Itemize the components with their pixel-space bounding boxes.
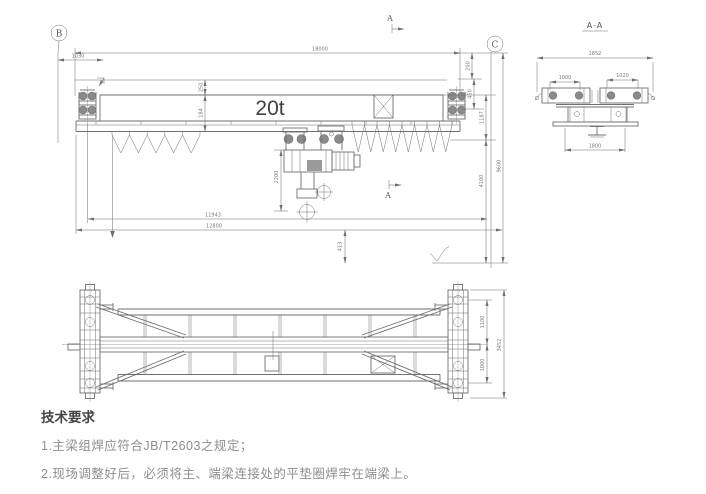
dim-250-label: 250 [199,83,205,93]
technical-requirement-2: 2.现场调整好后，必须将主、端梁连接处的平垫圈焊牢在端梁上。 [41,467,417,481]
capacity-label: 20t [255,97,284,120]
dim-2200-label: 2200 [274,171,280,184]
grid-bubble-c: C [486,35,504,268]
dim-1000l-label: 1000 [559,75,572,81]
dim-1187-label: 1187 [480,111,486,124]
carriage-bracket-right-bottom [434,382,448,390]
dim-450-label: 450 [468,89,474,99]
technical-requirement-1: 1.主梁组焊应符合JB/T2603之规定； [41,439,253,453]
dim-200-label: 200 [466,61,472,71]
dim-bottom: 11943 12800 413 [75,124,503,264]
hook-travel-line [110,135,115,238]
electric-panel-box [373,94,394,119]
section-view-title: A-A [587,21,603,30]
plan-view: 1100 1000 3452 [62,281,507,402]
section-letter-top: A [386,14,393,23]
aa-girder-section [552,104,639,138]
technical-requirements-title: 技术要求 [41,410,95,425]
hoist-trolley [282,125,345,150]
dim-span-label: 18000 [312,47,328,53]
technical-requirements: 技术要求 1.主梁组焊应符合JB/T2603之规定； 2.现场调整好后，必须将主… [41,406,681,491]
dim-1020r-label: 1020 [616,73,629,79]
dim-184-label: 184 [199,108,205,118]
section-aa-view: A-A 1852 1000 1020 [534,21,656,152]
dim-12800-label: 12800 [206,224,222,230]
dim-1852-label: 1852 [589,51,602,57]
electric-hoist [283,149,361,173]
dim-9600-label: 9600 [497,160,503,173]
grid-bubble-b: B [50,24,68,54]
main-girder: 20t [75,94,461,132]
dim-aa-wheels: 1000 1020 [549,73,639,90]
end-truck-left [78,77,105,124]
crane-drawing-canvas: B C A A 18000 [50,14,656,402]
section-cut-marker-top: A [386,14,405,33]
dim-left-offset: 1030 [57,54,104,62]
dim-413-label: 413 [338,242,344,252]
dim-aa-gauge: 1800 [564,128,626,152]
dim-span: 18000 [57,47,461,143]
dim-hoist-height: 2200 [274,149,288,212]
dim-3452-label: 3452 [497,339,503,352]
grid-label-c: C [492,41,499,51]
plan-end-carriage-left [67,281,114,402]
carriage-bracket-right-top [434,303,448,311]
dim-1100-label: 1100 [480,316,486,329]
dim-4100-label: 4100 [479,175,485,188]
section-cut-marker-lower: A [384,180,402,200]
dim-right-chain: 200 450 1187 4100 9600 [432,52,508,264]
dim-aa-overall: 1852 [536,51,654,92]
end-truck-right [447,86,466,124]
front-elevation-view: B C A A 18000 [50,14,508,268]
surface-finish-symbol [429,246,450,262]
girder-splice-ticks [95,121,453,125]
festoon-cable-right [351,121,453,153]
dim-1000-label: 1000 [480,359,486,372]
carriage-bracket-left-bottom [100,382,114,390]
plan-walkway-upper [117,308,441,337]
plan-diagonal-braces [95,303,453,391]
carriage-bracket-left-top [100,303,114,311]
dim-11943-label: 11943 [205,213,221,219]
plan-small-box [264,355,280,372]
section-letter-lower: A [384,191,391,200]
aa-trolley-frames [534,87,656,104]
hook-block [296,172,333,223]
dim-left-offset-label: 1030 [72,54,85,60]
dim-1800-label: 1800 [589,144,602,150]
grid-label-b: B [56,30,63,40]
dim-plan-right: 1100 1000 3452 [468,289,507,399]
plan-panel-box [370,355,396,374]
dim-girder-chain: 250 184 [199,79,207,132]
plan-walkway-lower [117,352,441,382]
plan-end-carriage-right [434,281,481,402]
festoon-cable-left [111,131,201,154]
